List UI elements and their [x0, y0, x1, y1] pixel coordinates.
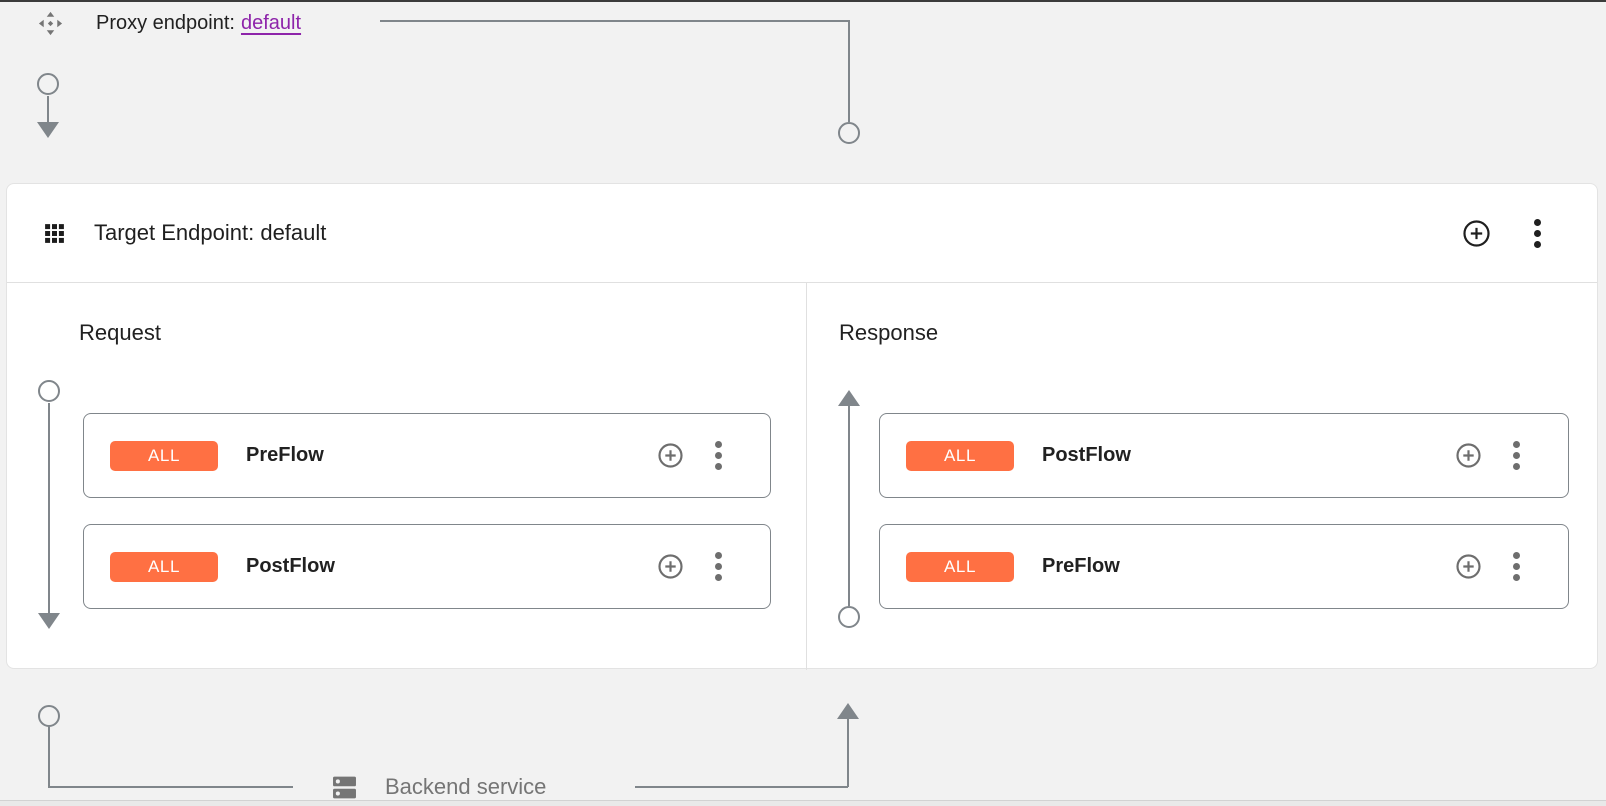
- bottom-scroll-strip: [0, 800, 1606, 806]
- flow-name: PreFlow: [1042, 555, 1120, 577]
- top-divider: [0, 0, 1606, 2]
- apps-grid-icon: [45, 223, 64, 243]
- connector-backend-left-hline: [48, 786, 293, 788]
- condition-badge: ALL: [110, 440, 218, 471]
- connector-backend-right-vline: [847, 719, 849, 787]
- add-policy-button[interactable]: [656, 552, 685, 581]
- dns-icon: [333, 776, 356, 798]
- flow-name: PostFlow: [246, 555, 335, 577]
- add-circle-icon: [658, 554, 683, 579]
- add-policy-button[interactable]: [1454, 552, 1483, 581]
- response-flow-arrow: [838, 390, 860, 406]
- condition-badge: ALL: [906, 551, 1014, 582]
- connector-proxy-left-arrow: [37, 122, 59, 138]
- more-vert-icon: [715, 552, 722, 559]
- condition-badge: ALL: [906, 440, 1014, 471]
- response-preflow-card[interactable]: ALL PreFlow: [879, 524, 1569, 609]
- add-circle-icon: [1463, 219, 1490, 247]
- more-vert-icon: [1513, 441, 1520, 448]
- more-vert-icon: [1534, 218, 1541, 226]
- connector-backend-left-vline: [48, 726, 50, 787]
- target-endpoint-card: Target Endpoint: default Request Respons…: [6, 183, 1598, 670]
- request-preflow-card[interactable]: ALL PreFlow: [83, 413, 771, 498]
- flow-menu-button[interactable]: [713, 550, 724, 583]
- add-circle-icon: [1456, 443, 1481, 468]
- add-circle-icon: [1456, 554, 1481, 579]
- request-flow-arrow: [38, 613, 60, 629]
- connector-proxy-left-vline: [47, 96, 49, 122]
- move-icon: [38, 11, 63, 35]
- connector-backend-right-hline: [635, 786, 848, 788]
- flow-menu-button[interactable]: [1511, 550, 1522, 583]
- request-response-divider: [806, 283, 807, 670]
- proxy-endpoint-label: Proxy endpoint:: [96, 11, 235, 34]
- flow-name: PreFlow: [246, 444, 324, 466]
- add-circle-icon: [658, 443, 683, 468]
- request-flow-start-node: [38, 380, 60, 402]
- condition-badge: ALL: [110, 551, 218, 582]
- connector-backend-up-arrow: [837, 703, 859, 719]
- response-panel-label: Response: [839, 320, 939, 345]
- add-policy-button[interactable]: [1454, 441, 1483, 470]
- backend-service-row: Backend service: [330, 771, 546, 803]
- request-panel-label: Request: [79, 320, 161, 345]
- backend-service-label: Backend service: [385, 774, 547, 799]
- proxy-endpoint-row: Proxy endpoint: default: [36, 7, 301, 39]
- response-postflow-card[interactable]: ALL PostFlow: [879, 413, 1569, 498]
- connector-proxy-vline: [848, 20, 850, 122]
- response-flow-line: [848, 406, 850, 606]
- endpoint-menu-button[interactable]: [1532, 217, 1543, 250]
- response-flow-end-node: [838, 606, 860, 628]
- target-endpoint-header: Target Endpoint: default: [7, 184, 1597, 283]
- request-postflow-card[interactable]: ALL PostFlow: [83, 524, 771, 609]
- connector-proxy-hline: [380, 20, 850, 22]
- connector-backend-start-node: [38, 705, 60, 727]
- proxy-endpoint-link[interactable]: default: [240, 11, 302, 34]
- flow-menu-button[interactable]: [1511, 439, 1522, 472]
- flow-name: PostFlow: [1042, 444, 1131, 466]
- more-vert-icon: [1513, 552, 1520, 559]
- connector-proxy-end-node: [838, 122, 860, 144]
- more-vert-icon: [715, 441, 722, 448]
- add-flow-button[interactable]: [1461, 218, 1492, 249]
- connector-proxy-start-node: [37, 73, 59, 95]
- flow-menu-button[interactable]: [713, 439, 724, 472]
- request-flow-line: [48, 403, 50, 613]
- add-policy-button[interactable]: [656, 441, 685, 470]
- target-endpoint-title: Target Endpoint: default: [94, 220, 327, 245]
